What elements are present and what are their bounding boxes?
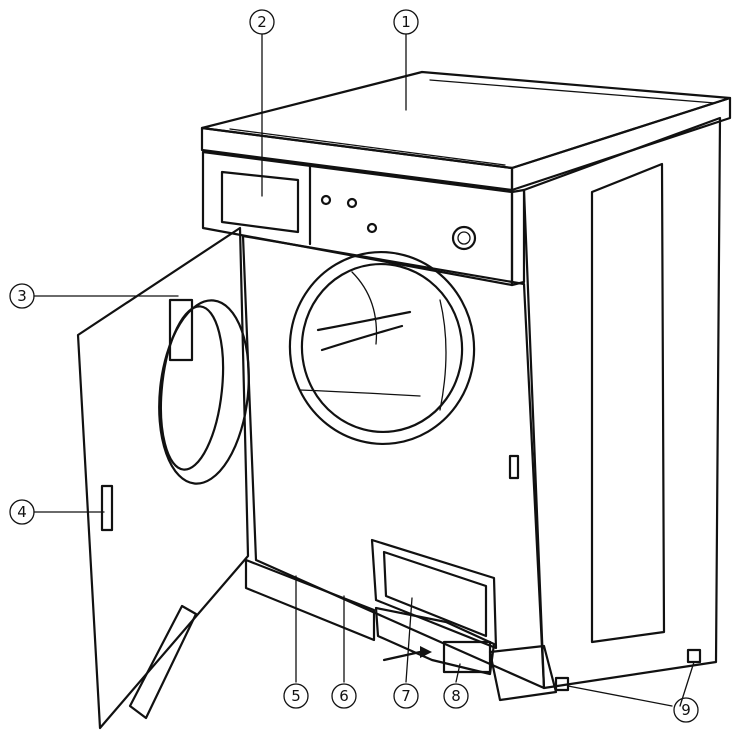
control-panel — [201, 150, 526, 287]
callout-label: 3 — [17, 287, 27, 305]
door — [76, 226, 250, 730]
top-cover — [200, 70, 732, 192]
door-lock-body — [100, 484, 114, 532]
plinth-grille — [244, 558, 558, 702]
door-filter-housing — [158, 299, 250, 485]
callout-2: 2 — [249, 9, 275, 35]
callout-4: 4 — [9, 499, 35, 525]
callout-8: 8 — [443, 683, 469, 709]
knob-1 — [320, 194, 332, 206]
knob-3 — [366, 222, 378, 234]
callout-3: 3 — [9, 283, 35, 309]
drum-opening — [288, 250, 476, 446]
door-catch — [508, 454, 520, 480]
callout-7: 7 — [393, 683, 419, 709]
callout-label: 9 — [681, 701, 691, 719]
callout-5: 5 — [283, 683, 309, 709]
display-window — [220, 170, 300, 234]
callout-label: 5 — [291, 687, 301, 705]
front-body — [241, 234, 546, 690]
leader-lines — [33, 33, 695, 707]
water-container — [374, 606, 496, 676]
program-dial — [451, 225, 477, 251]
callout-6: 6 — [331, 683, 357, 709]
callout-9: 9 — [673, 697, 699, 723]
callout-label: 6 — [339, 687, 349, 705]
callout-label: 2 — [257, 13, 267, 31]
callout-1: 1 — [393, 9, 419, 35]
insert-arrow — [382, 650, 422, 662]
filter-latch — [168, 298, 194, 362]
side-panel — [508, 116, 722, 690]
condenser-cover — [370, 538, 498, 650]
callout-label: 1 — [401, 13, 411, 31]
callout-label: 8 — [451, 687, 461, 705]
callout-label: 7 — [401, 687, 411, 705]
knob-2 — [346, 197, 358, 209]
door-handle — [128, 604, 198, 720]
callout-label: 4 — [17, 503, 27, 521]
